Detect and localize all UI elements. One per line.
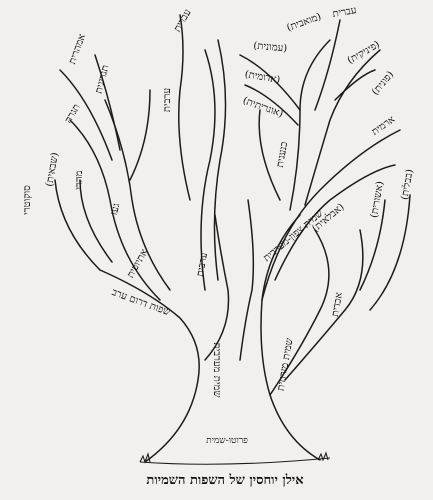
trunk-inner-left xyxy=(204,214,230,361)
label-ugaritit: (אוגריתית) xyxy=(241,95,284,120)
label-ivrit: עברית xyxy=(332,5,358,20)
label-amonit: (עמונית) xyxy=(253,41,288,55)
branch-arabic-left xyxy=(200,49,216,291)
root-label: פרוטו-שמית xyxy=(206,436,248,446)
label-etiopit: אתיופית xyxy=(125,247,150,280)
label-south-arabian: שפות דרום ערב xyxy=(110,287,171,318)
label-arvit-left: ערבית xyxy=(162,88,173,112)
branch-amharic xyxy=(94,54,121,151)
label-tigre: תגרה xyxy=(63,102,83,125)
branch-phoenician xyxy=(334,69,376,101)
branch-south-arabian xyxy=(54,179,101,271)
label-akkadit: אכדית xyxy=(330,292,345,318)
label-punit: (פונית) xyxy=(370,69,396,97)
branch-edomite xyxy=(244,84,299,126)
caption: אילן יוחסין של השפות השמיות xyxy=(146,473,303,488)
label-tigrinya: תגרינית xyxy=(94,64,112,95)
branch-tigrinya xyxy=(129,89,151,181)
label-ge-ez: געז xyxy=(109,202,123,216)
branch-ugaritic xyxy=(258,109,281,201)
label-edomit: (אדומית) xyxy=(244,69,281,86)
branch-canaanite xyxy=(289,39,331,211)
label-moavit: (מואבית) xyxy=(285,11,323,34)
grass-left xyxy=(139,452,151,464)
trunk-inner-right xyxy=(239,199,255,361)
branch-arabic-left-inner xyxy=(213,39,227,281)
ground-line xyxy=(139,457,331,465)
label-mahri: מהרי xyxy=(74,170,85,189)
branch-ethiopic xyxy=(69,119,161,301)
trunk-label-east: שמית מזרחית xyxy=(276,337,296,391)
label-sokotri: סוקוטרי xyxy=(22,185,33,215)
branch-ammonite xyxy=(239,54,301,111)
trunk-right-edge xyxy=(260,214,321,461)
branch-east-semitic-inner xyxy=(284,229,364,381)
branch-northwest-inner xyxy=(274,164,396,281)
grass-right xyxy=(317,451,329,462)
trunk-left-edge xyxy=(99,269,200,463)
label-shevait: (שבאית) xyxy=(44,152,61,188)
branch-south-arabian-inner xyxy=(79,179,113,263)
branch-northwest xyxy=(261,129,401,301)
branch-babylonian xyxy=(369,194,411,311)
label-babylonit: (בבלית) xyxy=(398,168,415,201)
branch-hebrew xyxy=(314,19,341,111)
label-arvit-2: ערבית xyxy=(195,251,210,277)
label-northwest: שמית צפון-מערבית xyxy=(262,208,326,264)
label-amharit: אמהרית xyxy=(67,33,88,66)
label-ivrit-top: עברית xyxy=(172,7,194,34)
branch-left-top xyxy=(178,14,191,201)
trunk-label-west: שמית מערבית xyxy=(211,343,222,398)
branch-east-semitic xyxy=(269,229,330,396)
branch-ge-ez xyxy=(59,69,113,161)
branch-canaanite-inner xyxy=(304,49,381,206)
branch-assyrian xyxy=(359,199,386,291)
label-knaanit: כנענית xyxy=(275,141,290,168)
